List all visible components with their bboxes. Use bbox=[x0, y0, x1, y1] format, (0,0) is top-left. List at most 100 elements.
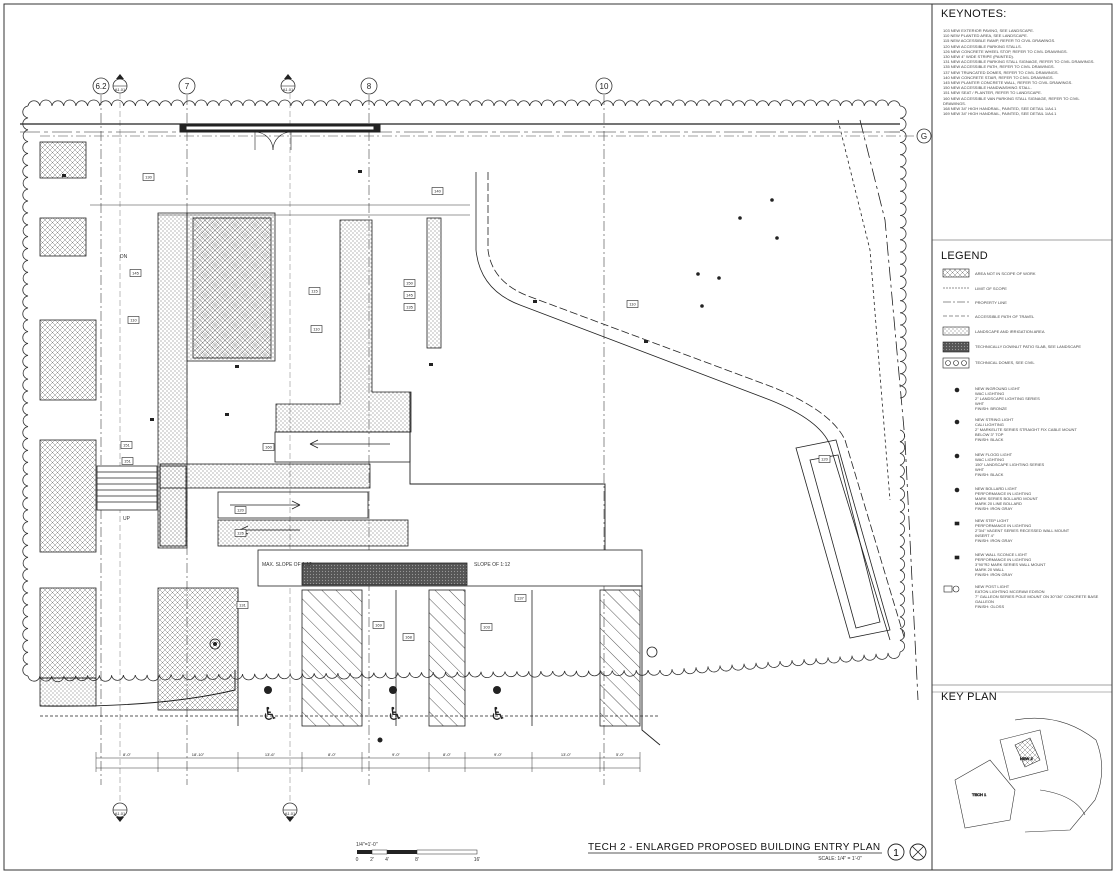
grid-bubble-g: G bbox=[916, 128, 932, 144]
keynote-item: 120 NEW ACCESSIBLE PARKING STALLS. bbox=[943, 43, 1022, 49]
svg-text:18'-10": 18'-10" bbox=[192, 752, 205, 757]
keynote-item: 131 NEW ACCESSIBLE PARKING STALL SIGNAGE… bbox=[943, 59, 1095, 65]
keynote-tag-label: 110 bbox=[130, 318, 137, 323]
svg-text:2': 2' bbox=[370, 857, 374, 863]
keynote-tag-label: 140 bbox=[434, 189, 441, 194]
keynote-tag-label: 110 bbox=[313, 327, 320, 332]
key-plan-label-tech1: TECH 1 bbox=[972, 792, 987, 797]
legend-item-label: LANDSCAPE AND IRRIGATION AREA bbox=[975, 329, 1045, 334]
keynote-tag: 137 bbox=[514, 594, 527, 602]
accessible-path bbox=[475, 119, 919, 701]
keynote-tag-label: 135 bbox=[406, 305, 413, 310]
keynote-item: 115 NEW ACCESSIBLE RAMP, REFER TO CIVIL … bbox=[943, 38, 1056, 44]
svg-text:16': 16' bbox=[474, 857, 481, 863]
svg-text:8'-0": 8'-0" bbox=[123, 752, 132, 757]
keynote-tag: 135 bbox=[403, 303, 416, 311]
keynote-tag: 103 bbox=[480, 623, 493, 631]
keynote-item: 151 NEW SEAT / PLANTER, REFER TO LANDSCA… bbox=[943, 90, 1042, 96]
scale-bar: 1/4"=1'-0" 0 2' 4' 8' 16' bbox=[356, 842, 481, 863]
legend-item-label: NEW INGROUND LIGHT WAC LIGHTING 2" LANDS… bbox=[975, 386, 1040, 411]
keynote-item: 110 NEW PLANTED AREA, SEE LANDSCAPE. bbox=[943, 33, 1028, 39]
keynote-tag-label: 115 bbox=[311, 289, 318, 294]
north-arrow-icon bbox=[909, 843, 927, 861]
ramp-slope-label-right: SLOPE OF 1:12 bbox=[474, 562, 510, 568]
dimension-strings bbox=[95, 752, 641, 772]
svg-text:♿: ♿ bbox=[262, 704, 278, 725]
site-boundary bbox=[39, 392, 661, 746]
keynote-tag: 140 bbox=[431, 187, 444, 195]
section-marker-label: A1.01 bbox=[283, 87, 294, 92]
key-plan-label-new2: NEW 2 bbox=[1020, 756, 1033, 761]
keynote-item: 150 NEW ACCESSIBLE HANDWASHING STALL. bbox=[943, 85, 1032, 91]
keynote-tag-label: 137 bbox=[517, 596, 524, 601]
svg-text:9'-0": 9'-0" bbox=[494, 752, 503, 757]
keynote-tag: 130 bbox=[142, 173, 155, 181]
keynote-tag: 169 bbox=[372, 621, 385, 629]
keynote-tag-label: 126 bbox=[237, 531, 244, 536]
svg-text:0: 0 bbox=[356, 857, 359, 863]
keynote-item: 130 NEW 4" WIDE STRIPE (PAINTED). bbox=[943, 54, 1014, 59]
svg-text:8': 8' bbox=[415, 857, 419, 863]
keynote-item: 168 NEW 34" HIGH HANDRAIL, PAINTED, SEE … bbox=[943, 106, 1057, 111]
section-marker-bottom-right: A1.01 bbox=[282, 802, 298, 822]
dn-label: DN bbox=[120, 254, 128, 260]
drawing-number: 1 bbox=[893, 848, 899, 859]
keynote-tag-label: 150 bbox=[406, 281, 413, 286]
grid-label-6-2: 6.2 bbox=[95, 82, 107, 91]
keynote-tag-label: 169 bbox=[375, 623, 382, 628]
svg-text:13'-0": 13'-0" bbox=[561, 752, 572, 757]
keynote-tag: 145 bbox=[129, 269, 142, 277]
legend-item-label: NEW STEP LIGHT PERFORMANCE IN LIGHTING 2… bbox=[975, 518, 1070, 543]
section-marker-label: A1.01 bbox=[285, 811, 296, 816]
grid-bubble-7: 7 bbox=[178, 77, 196, 95]
grid-bubble-8: 8 bbox=[360, 77, 378, 95]
svg-text:5'-0": 5'-0" bbox=[616, 752, 625, 757]
grid-label-g: G bbox=[921, 132, 927, 141]
legend-item-label: PROPERTY LINE bbox=[975, 300, 1007, 305]
keynotes-title: KEYNOTES: bbox=[941, 8, 1007, 20]
svg-text:13'-6": 13'-6" bbox=[265, 752, 276, 757]
drawing-number-bubble bbox=[887, 843, 905, 861]
legend-item-label: LIMIT OF SCOPE bbox=[975, 286, 1007, 291]
keynote-tag-label: 110 bbox=[629, 302, 636, 307]
keynote-item: 135 NEW ACCESSIBLE PATH, REFER TO CIVIL … bbox=[943, 64, 1055, 70]
keynote-tag-label: 145 bbox=[132, 271, 139, 276]
keynote-tag: 151 bbox=[121, 457, 134, 465]
keynote-item: DRAWINGS. bbox=[943, 100, 966, 106]
keynote-item: 140 NEW CONCRETE STAIR, REFER TO CIVIL D… bbox=[943, 74, 1054, 80]
legend-item-label: NEW BOLLARD LIGHT PERFORMANCE IN LIGHTIN… bbox=[975, 486, 1038, 511]
legend-item-label: AREA NOT IN SCOPE OF WORK bbox=[975, 271, 1036, 276]
legend-item-label: ACCESSIBLE PATH OF TRAVEL bbox=[975, 314, 1035, 319]
scale-note: SCALE: 1/4" = 1'-0" bbox=[818, 856, 862, 862]
key-plan-title: KEY PLAN bbox=[941, 691, 998, 703]
keynote-tag: 168 bbox=[402, 633, 415, 641]
keynote-tag: 145 bbox=[403, 291, 416, 299]
legend-item-label: NEW POST LIGHT EATON LIGHTING MCGRAW EDI… bbox=[975, 584, 1099, 609]
keynote-item: 137 NEW TRUNCATED DOMES, REFER TO CIVIL … bbox=[943, 69, 1059, 75]
keynote-tag-label: 168 bbox=[405, 635, 412, 640]
svg-text:♿: ♿ bbox=[387, 704, 403, 725]
keynote-tag: 110 bbox=[626, 300, 639, 308]
grid-bubble-10: 10 bbox=[595, 77, 613, 95]
keynote-item: 160 NEW ACCESSIBLE VAN PARKING STALL SIG… bbox=[943, 95, 1080, 101]
legend-item-label: TECHNICALLY DOWNLIT PATIO SLAB, SEE LAND… bbox=[975, 344, 1082, 349]
svg-text:♿: ♿ bbox=[490, 704, 506, 725]
keynote-tag: 120 bbox=[818, 455, 831, 463]
legend-item-label: NEW WALL SCONCE LIGHT PERFORMANCE IN LIG… bbox=[975, 552, 1046, 577]
scale-bar-label: 1/4"=1'-0" bbox=[356, 842, 378, 848]
keynote-tag-label: 130 bbox=[145, 175, 152, 180]
grid-label-8: 8 bbox=[367, 82, 372, 91]
revision-cloud bbox=[22, 99, 907, 683]
keynote-item: 126 NEW CONCRETE WHEEL STOP, REFER TO CI… bbox=[943, 48, 1068, 54]
ramp-slope-label-left: MAX. SLOPE OF 1:12 bbox=[262, 562, 312, 568]
keynote-tag: 150 bbox=[403, 279, 416, 287]
dimension-labels: 8'-0" 18'-10" 13'-6" 8'-0" 9'-0" 8'-0" 9… bbox=[123, 752, 625, 757]
legend-title: LEGEND bbox=[941, 250, 989, 262]
keynote-tag-label: 160 bbox=[265, 445, 272, 450]
legend-item-label: TECHNICAL DOMES, SEE CIVIL bbox=[975, 360, 1035, 365]
light-fixtures bbox=[62, 170, 779, 743]
svg-text:8'-0": 8'-0" bbox=[328, 752, 337, 757]
keynote-tag-label: 131 bbox=[239, 603, 246, 608]
section-marker-top-left: A1.01 bbox=[112, 74, 128, 94]
